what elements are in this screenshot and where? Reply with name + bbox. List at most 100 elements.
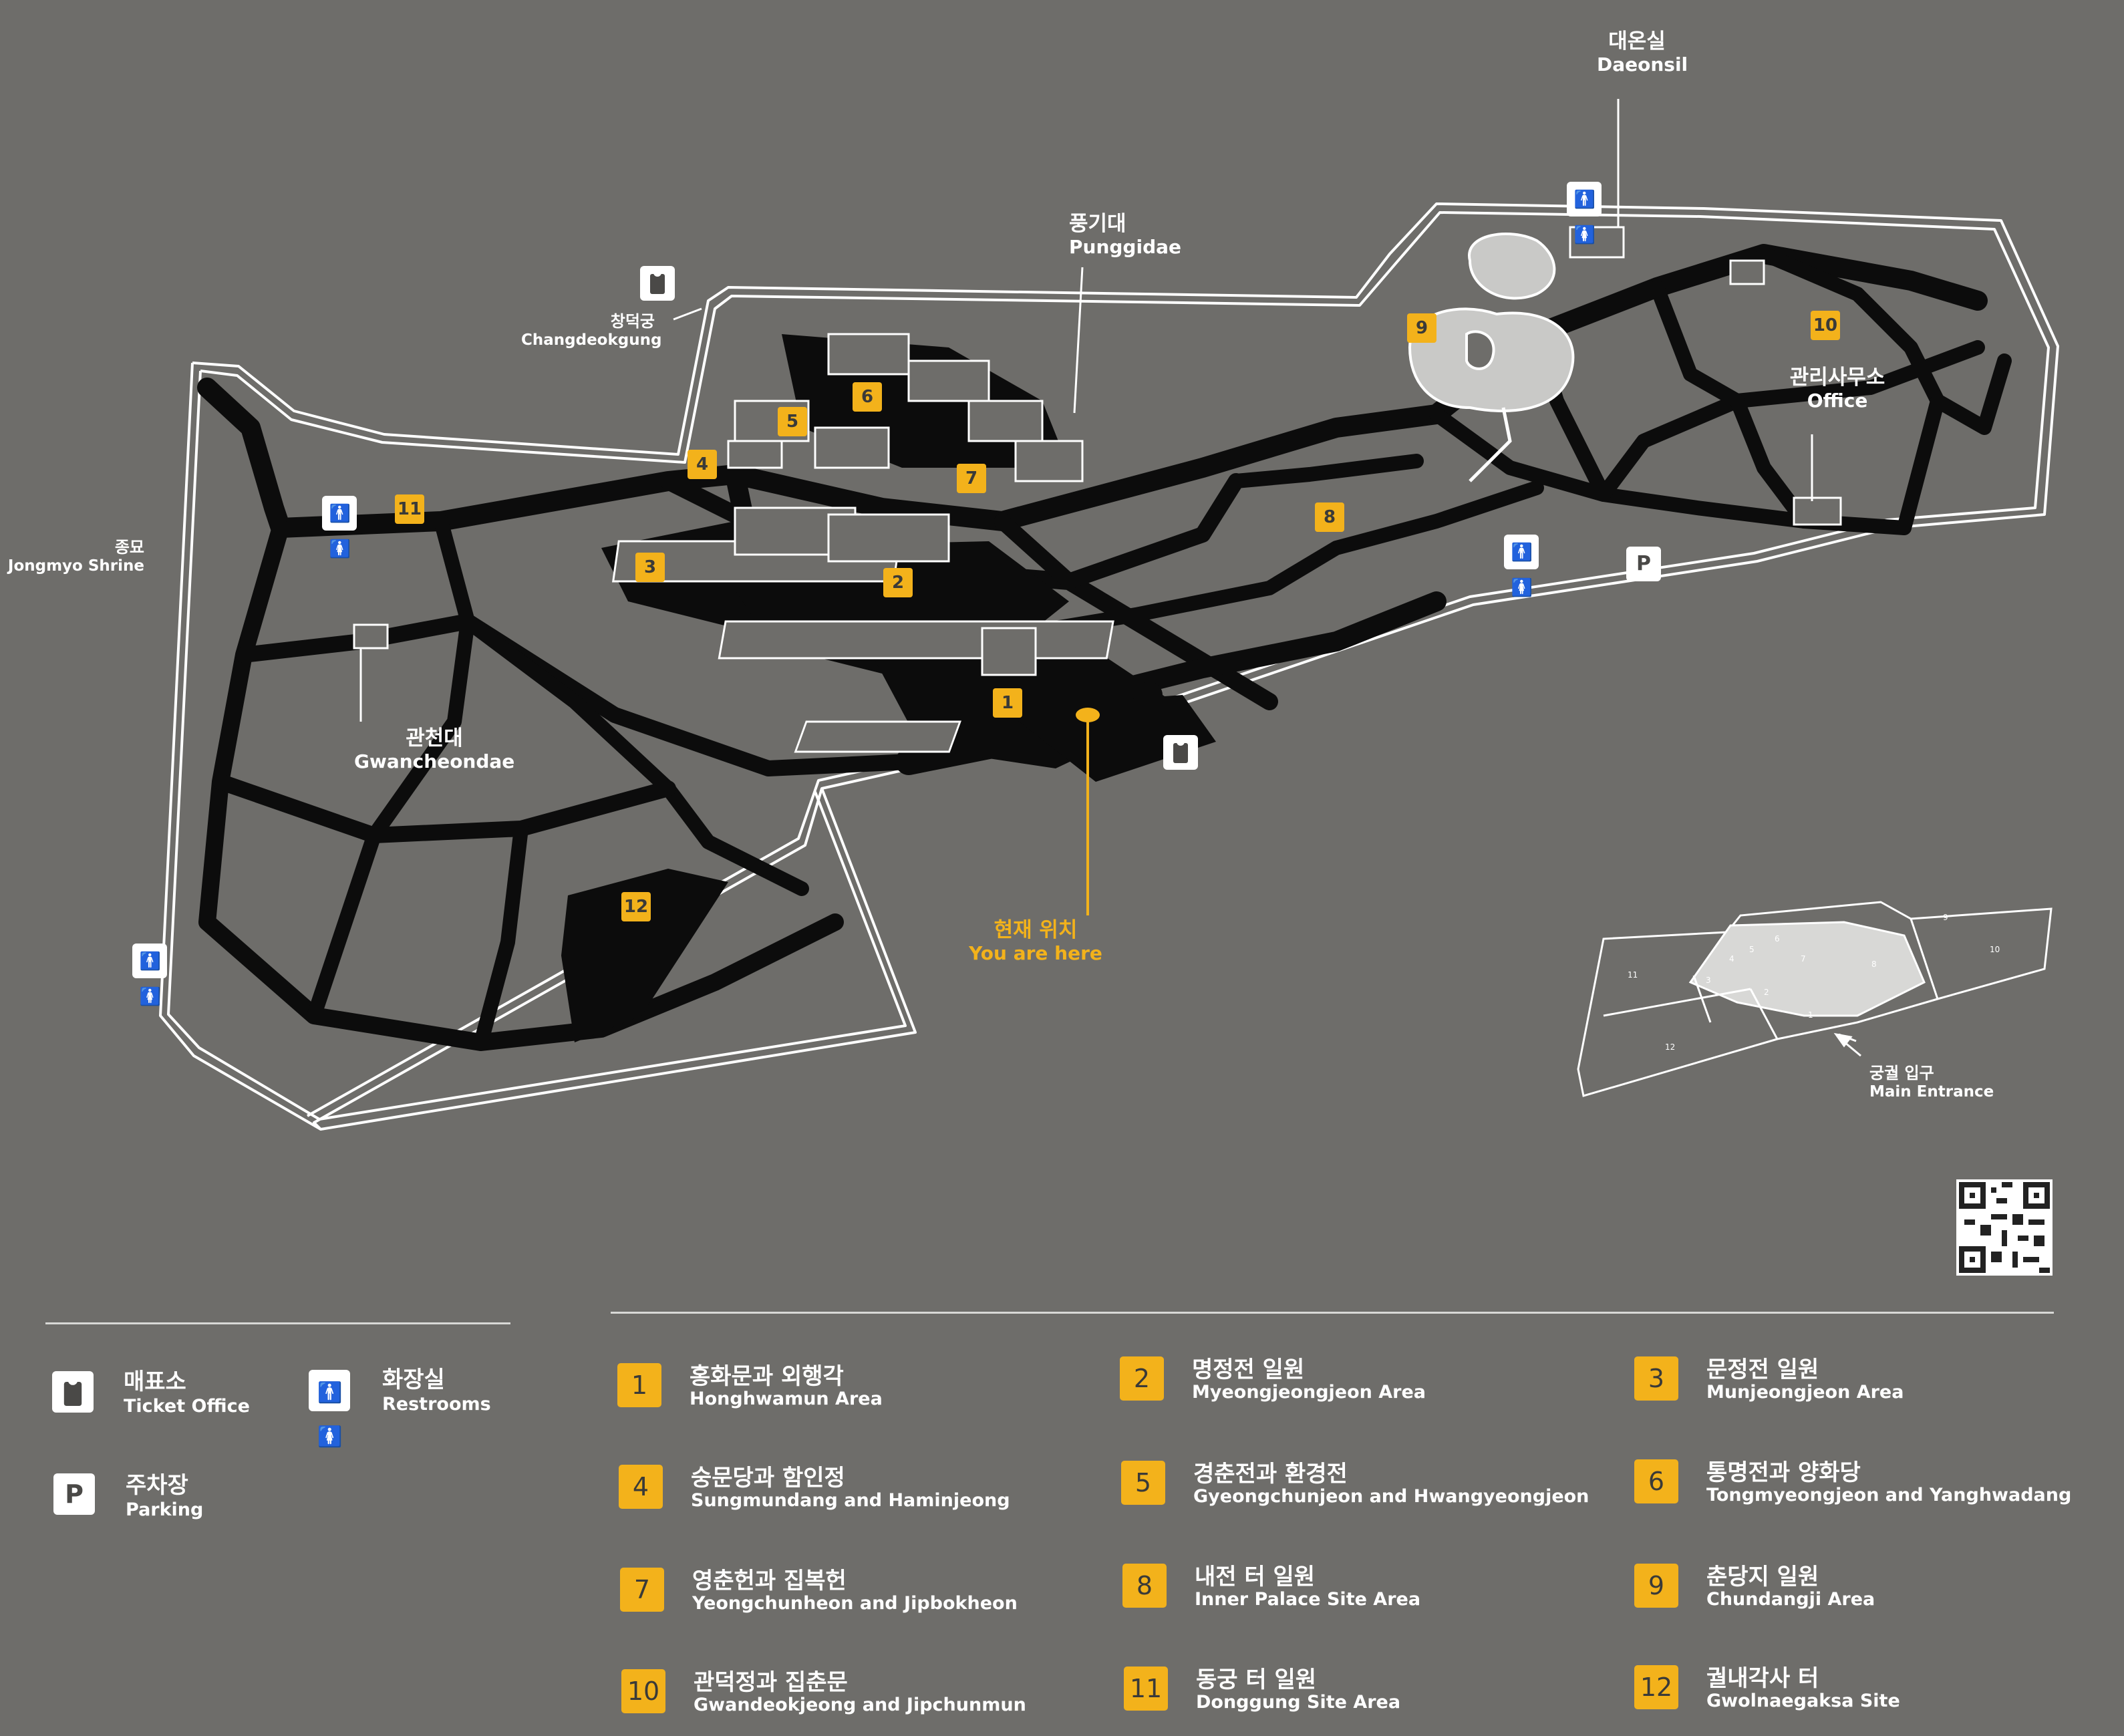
map-restroom-icon-4: 🚹🚺 xyxy=(132,944,167,1007)
map-marker-12[interactable]: 12 xyxy=(621,892,651,921)
map-marker-9[interactable]: 9 xyxy=(1407,313,1436,343)
area-badge-8: 8 xyxy=(1122,1564,1167,1608)
map-marker-3[interactable]: 3 xyxy=(635,553,665,582)
label-you-are-here: 현재 위치 You are here xyxy=(955,918,1116,964)
label-main-entrance-ko: 궁궐 입구 xyxy=(1869,1064,1934,1082)
callout-lines xyxy=(359,99,1857,1042)
legend-divider-left xyxy=(45,1322,510,1324)
area-ko-11: 동궁 터 일원 xyxy=(1196,1667,1317,1693)
legend-divider-right xyxy=(611,1312,2054,1314)
label-changdeokgung: 창덕궁 Changdeokgung xyxy=(521,312,662,349)
area-ko-10: 관덕정과 집춘문 xyxy=(694,1669,848,1696)
map-ticket-icon xyxy=(640,266,675,301)
label-office-ko: 관리사무소 xyxy=(1789,366,1885,390)
area-badge-11: 11 xyxy=(1124,1667,1168,1711)
label-gwancheondae: 관천대 Gwancheondae xyxy=(354,726,515,772)
area-en-1: Honghwamun Area xyxy=(690,1389,883,1409)
inset-num-11: 11 xyxy=(1628,970,1638,980)
map-marker-8[interactable]: 8 xyxy=(1315,502,1344,532)
you-are-here-marker xyxy=(1076,708,1100,915)
inset-arrow xyxy=(1833,1032,1861,1057)
area-en-4: Sungmundang and Haminjeong xyxy=(691,1490,1010,1511)
label-gwancheondae-ko: 관천대 xyxy=(406,726,463,750)
area-ko-6: 통명전과 양화당 xyxy=(1706,1459,1861,1486)
legend-parking-icon: P xyxy=(53,1473,95,1515)
inset-num-8: 8 xyxy=(1871,960,1877,969)
label-gwancheondae-en: Gwancheondae xyxy=(354,750,515,772)
area-badge-6: 6 xyxy=(1634,1459,1678,1503)
legend-ticket-ko: 매표소 xyxy=(124,1368,186,1395)
buildings xyxy=(353,226,1842,753)
label-changdeokgung-en: Changdeokgung xyxy=(521,331,662,349)
area-ko-1: 홍화문과 외행각 xyxy=(690,1363,844,1390)
area-badge-7: 7 xyxy=(620,1568,664,1612)
map-restroom-icon-2: 🚹🚺 xyxy=(1567,182,1602,245)
label-daeonsil: 대온실 Daeonsil xyxy=(1597,29,1688,76)
qr-pattern-icon xyxy=(1959,1182,2050,1273)
label-jongmyo-ko: 종묘 xyxy=(114,538,144,557)
label-punggidae-en: Punggidae xyxy=(1069,235,1181,258)
area-badge-4: 4 xyxy=(619,1465,663,1509)
area-en-12: Gwolnaegaksa Site xyxy=(1706,1691,1900,1711)
map-marker-5[interactable]: 5 xyxy=(778,407,807,436)
inset-num-1: 1 xyxy=(1808,1010,1813,1020)
map-marker-10[interactable]: 10 xyxy=(1811,311,1840,340)
map-parking-icon: P xyxy=(1626,547,1661,581)
map-ticket-icon-2 xyxy=(1163,735,1198,770)
area-badge-1: 1 xyxy=(617,1363,661,1407)
ponds xyxy=(1408,233,1575,482)
area-ko-3: 문정전 일원 xyxy=(1706,1356,1819,1383)
area-badge-12: 12 xyxy=(1634,1665,1678,1709)
label-punggidae-ko: 풍기대 xyxy=(1069,212,1126,236)
area-badge-5: 5 xyxy=(1121,1461,1165,1505)
map-marker-6[interactable]: 6 xyxy=(853,382,882,412)
label-daeonsil-ko: 대온실 xyxy=(1608,29,1666,53)
qr-code-icon[interactable] xyxy=(1956,1179,2053,1276)
area-en-9: Chundangji Area xyxy=(1706,1589,1875,1610)
label-you-are-here-ko: 현재 위치 xyxy=(994,918,1078,942)
label-jongmyo-en: Jongmyo Shrine xyxy=(7,557,144,575)
map-marker-2[interactable]: 2 xyxy=(883,568,913,597)
area-ko-2: 명정전 일원 xyxy=(1192,1356,1305,1383)
inset-num-7: 7 xyxy=(1801,954,1806,964)
legend-parking-en: Parking xyxy=(126,1499,204,1520)
legend-ticket: 매표소 Ticket Office xyxy=(124,1363,250,1417)
label-main-entrance: 궁궐 입구 Main Entrance xyxy=(1869,1064,1994,1101)
map-marker-7[interactable]: 7 xyxy=(957,464,986,493)
label-office-en: Office xyxy=(1807,389,1868,412)
area-ko-8: 내전 터 일원 xyxy=(1195,1564,1316,1590)
inset-num-3: 3 xyxy=(1706,976,1711,985)
inset-num-9: 9 xyxy=(1943,913,1948,922)
inset-num-2: 2 xyxy=(1764,988,1769,997)
area-en-7: Yeongchunheon and Jipbokheon xyxy=(692,1593,1018,1614)
area-badge-3: 3 xyxy=(1634,1356,1678,1401)
area-ko-12: 궐내각사 터 xyxy=(1706,1665,1819,1692)
inset-num-6: 6 xyxy=(1775,934,1780,944)
area-badge-9: 9 xyxy=(1634,1564,1678,1608)
inset-map xyxy=(1577,901,2053,1097)
area-ko-4: 숭문당과 함인정 xyxy=(691,1465,845,1491)
legend-restrooms-ko: 화장실 xyxy=(382,1366,445,1393)
legend-ticket-en: Ticket Office xyxy=(124,1396,250,1417)
legend-restrooms-en: Restrooms xyxy=(382,1394,491,1415)
area-en-8: Inner Palace Site Area xyxy=(1195,1589,1421,1610)
label-you-are-here-en: You are here xyxy=(969,942,1102,964)
area-en-5: Gyeongchunjeon and Hwangyeongjeon xyxy=(1193,1486,1589,1507)
map-marker-11[interactable]: 11 xyxy=(395,494,424,524)
area-en-6: Tongmyeongjeon and Yanghwadang xyxy=(1706,1485,2072,1505)
label-main-entrance-en: Main Entrance xyxy=(1869,1082,1994,1101)
label-office: 관리사무소 Office xyxy=(1771,366,1904,412)
label-jongmyo: 종묘 Jongmyo Shrine xyxy=(7,538,144,575)
map-marker-1[interactable]: 1 xyxy=(993,688,1022,718)
map-restroom-icon: 🚹🚺 xyxy=(322,496,357,559)
inset-num-4: 4 xyxy=(1729,954,1734,964)
label-changdeokgung-ko: 창덕궁 xyxy=(610,312,655,331)
inset-num-10: 10 xyxy=(1990,945,2000,954)
legend-ticket-icon xyxy=(52,1371,94,1413)
label-daeonsil-en: Daeonsil xyxy=(1597,53,1688,76)
area-ko-7: 영춘헌과 집복헌 xyxy=(692,1568,847,1594)
area-en-11: Donggung Site Area xyxy=(1196,1692,1401,1713)
map-marker-4[interactable]: 4 xyxy=(688,450,717,479)
map-restroom-icon-3: 🚹🚺 xyxy=(1504,535,1539,598)
